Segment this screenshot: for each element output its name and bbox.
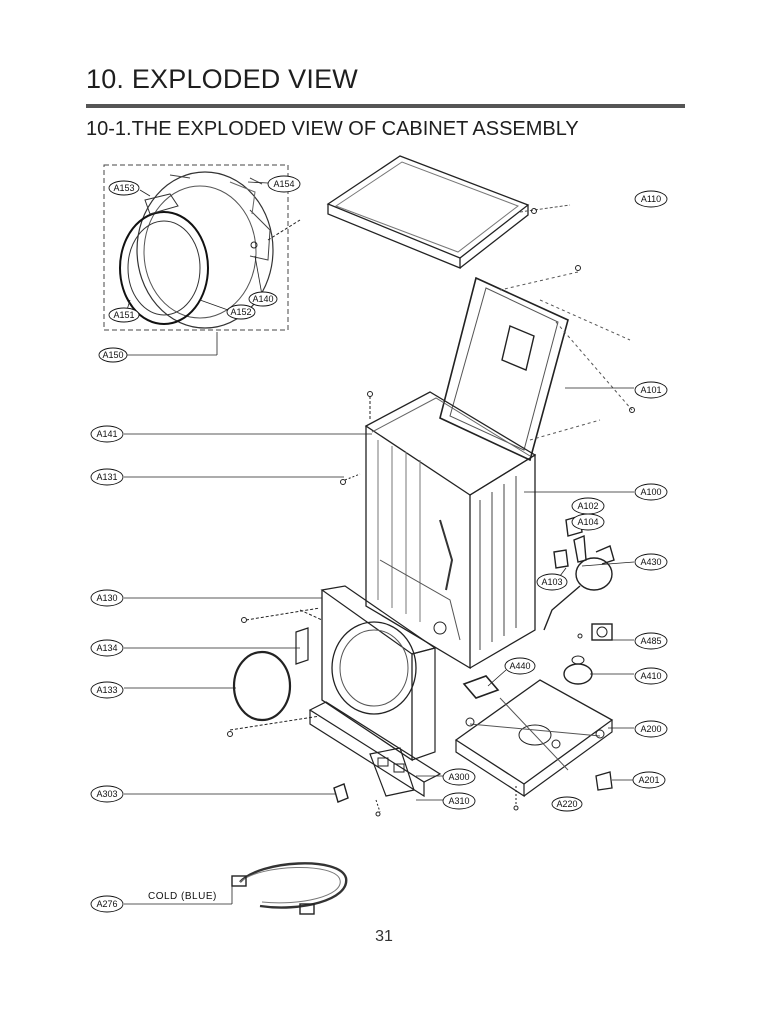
callout-a440: A440 [509,661,530,671]
callout-a153: A153 [113,183,134,193]
callout-a130: A130 [96,593,117,603]
callout-a140: A140 [252,294,273,304]
base-frame-drawing [454,679,614,798]
callout-a103: A103 [541,577,562,587]
callout-a131: A131 [96,472,117,482]
callout-a276: A276 [96,899,117,909]
callout-a150: A150 [102,350,123,360]
callout-a102: A102 [577,501,598,511]
rear-panel-drawing [439,276,569,462]
callout-a152: A152 [230,307,251,317]
callout-a201: A201 [638,775,659,785]
callout-a300: A300 [448,772,469,782]
hose-note: COLD (BLUE) [148,891,217,902]
callout-a310: A310 [448,796,469,806]
section-title: 10-1.THE EXPLODED VIEW OF CABINET ASSEMB… [86,118,579,140]
title-rule [86,104,685,108]
door-assembly-drawing [119,171,301,329]
callout-a430: A430 [640,557,661,567]
page-number: 31 [375,928,393,945]
callout-a110: A110 [641,194,661,204]
front-panel-drawing [320,585,437,762]
callout-a141: A141 [96,429,117,439]
door-assembly-frame [103,164,289,331]
callout-a410: A410 [640,671,661,681]
callout-a154: A154 [273,179,294,189]
callout-a151: A151 [113,310,134,320]
callout-a485: A485 [640,636,661,646]
callout-a303: A303 [96,789,117,799]
page-title: 10. EXPLODED VIEW [86,64,358,94]
callout-a220: A220 [556,799,577,809]
callout-a100: A100 [640,487,661,497]
callout-a134: A134 [96,643,117,653]
callout-a101: A101 [640,385,661,395]
top-cover-drawing [326,155,530,269]
callout-a104: A104 [577,517,598,527]
callout-a133: A133 [96,685,117,695]
callout-a200: A200 [640,724,661,734]
